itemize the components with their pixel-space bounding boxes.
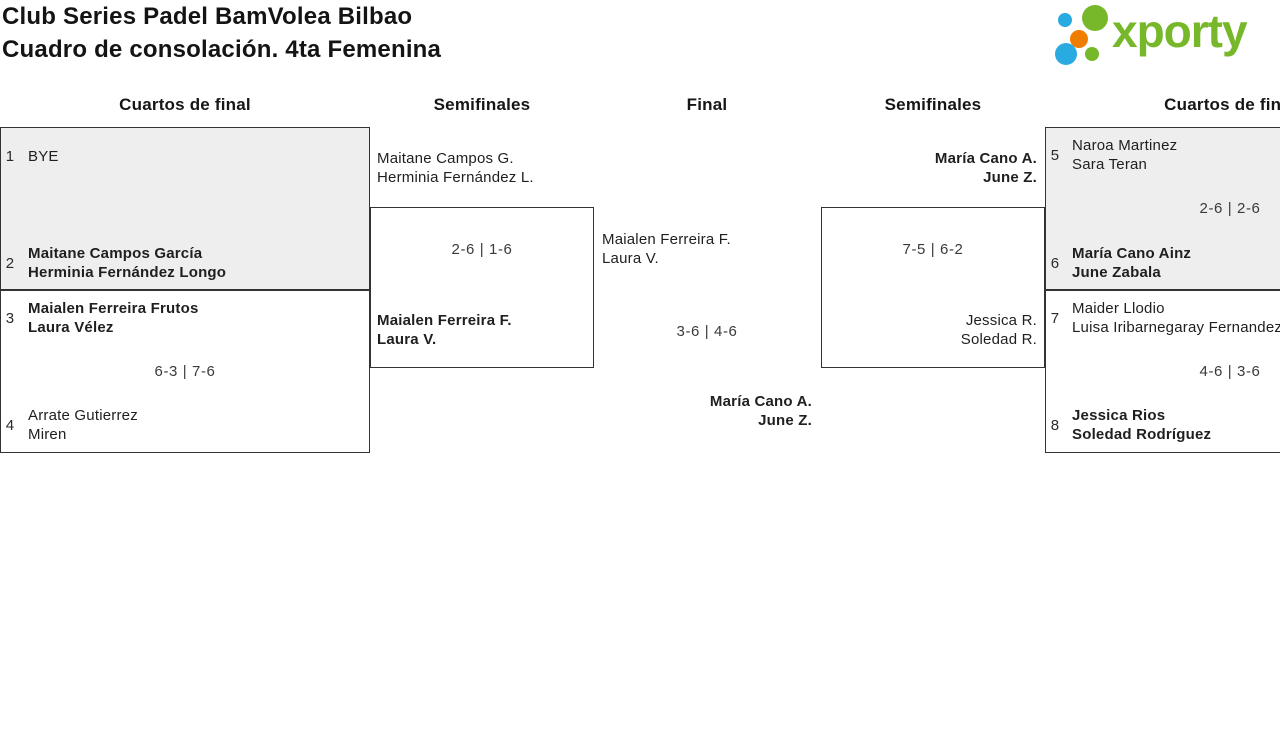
match-score: 4-6 | 3-6	[1199, 363, 1261, 380]
seed-number: 7	[1050, 309, 1060, 327]
seed-number: 4	[5, 416, 15, 434]
logo-wordmark: xporty	[1112, 5, 1248, 57]
seed-number: 8	[1050, 416, 1060, 434]
round-header-quarterfinals-left: Cuartos de final	[119, 95, 251, 114]
team-name: Arrate Gutierrez Miren	[28, 407, 138, 443]
match-score: 2-6 | 1-6	[451, 241, 513, 258]
round-header-semifinals-left: Semifinales	[433, 95, 531, 114]
bracket-subtitle: Cuadro de consolación. 4ta Femenina	[2, 36, 442, 63]
team-name: Maitane Campos G. Herminia Fernández L.	[377, 150, 534, 186]
team-name: María Cano A. June Z.	[709, 393, 812, 429]
team-name: María Cano A. June Z.	[934, 150, 1037, 186]
logo-dot-green-small-icon	[1085, 47, 1099, 61]
team-name: Maialen Ferreira F. Laura V.	[602, 231, 731, 267]
team-name: Maialen Ferreira Frutos Laura Vélez	[28, 300, 199, 336]
logo-dot-orange-icon	[1070, 30, 1088, 48]
match-score: 6-3 | 7-6	[154, 363, 216, 380]
match-score: 3-6 | 4-6	[676, 323, 738, 340]
match-box-semifinal-right[interactable]	[821, 207, 1045, 368]
seed-number: 1	[5, 148, 15, 165]
logo-dot-blue-large-icon	[1055, 43, 1077, 65]
team-name: Maider Llodio Luisa Iribarnegaray Fernan…	[1072, 300, 1280, 336]
round-header-quarterfinals-right: Cuartos de final	[1164, 95, 1280, 114]
match-score: 2-6 | 2-6	[1199, 200, 1261, 217]
team-name: Maialen Ferreira F. Laura V.	[377, 312, 512, 348]
round-header-final: Final	[686, 95, 728, 114]
seed-number: 6	[1050, 254, 1060, 272]
match-box-qf-right-2[interactable]	[1045, 290, 1280, 453]
round-header-semifinals-right: Semifinales	[884, 95, 982, 114]
team-name: Maitane Campos García Herminia Fernández…	[28, 245, 227, 281]
team-name: María Cano Ainz June Zabala	[1072, 245, 1192, 281]
event-title: Club Series Padel BamVolea Bilbao	[2, 3, 413, 30]
team-name: Jessica Rios Soledad Rodríguez	[1072, 407, 1212, 443]
seed-number: 2	[5, 254, 15, 272]
match-box-qf-right-1[interactable]	[1045, 127, 1280, 290]
logo-dot-blue-small-icon	[1058, 13, 1072, 27]
team-name: Jessica R. Soledad R.	[960, 312, 1037, 348]
team-name: Naroa Martinez Sara Teran	[1072, 137, 1178, 173]
seed-number: 3	[5, 309, 15, 327]
seed-number: 5	[1050, 146, 1060, 164]
match-box-qf-left-2[interactable]	[0, 290, 370, 453]
match-box-qf-left-1[interactable]	[0, 127, 370, 290]
xporty-logo[interactable]: xporty	[1050, 0, 1280, 75]
team-name: BYE	[28, 148, 59, 165]
logo-dot-green-large-icon	[1082, 5, 1108, 31]
match-box-semifinal-left[interactable]	[370, 207, 594, 368]
match-score: 7-5 | 6-2	[902, 241, 964, 258]
